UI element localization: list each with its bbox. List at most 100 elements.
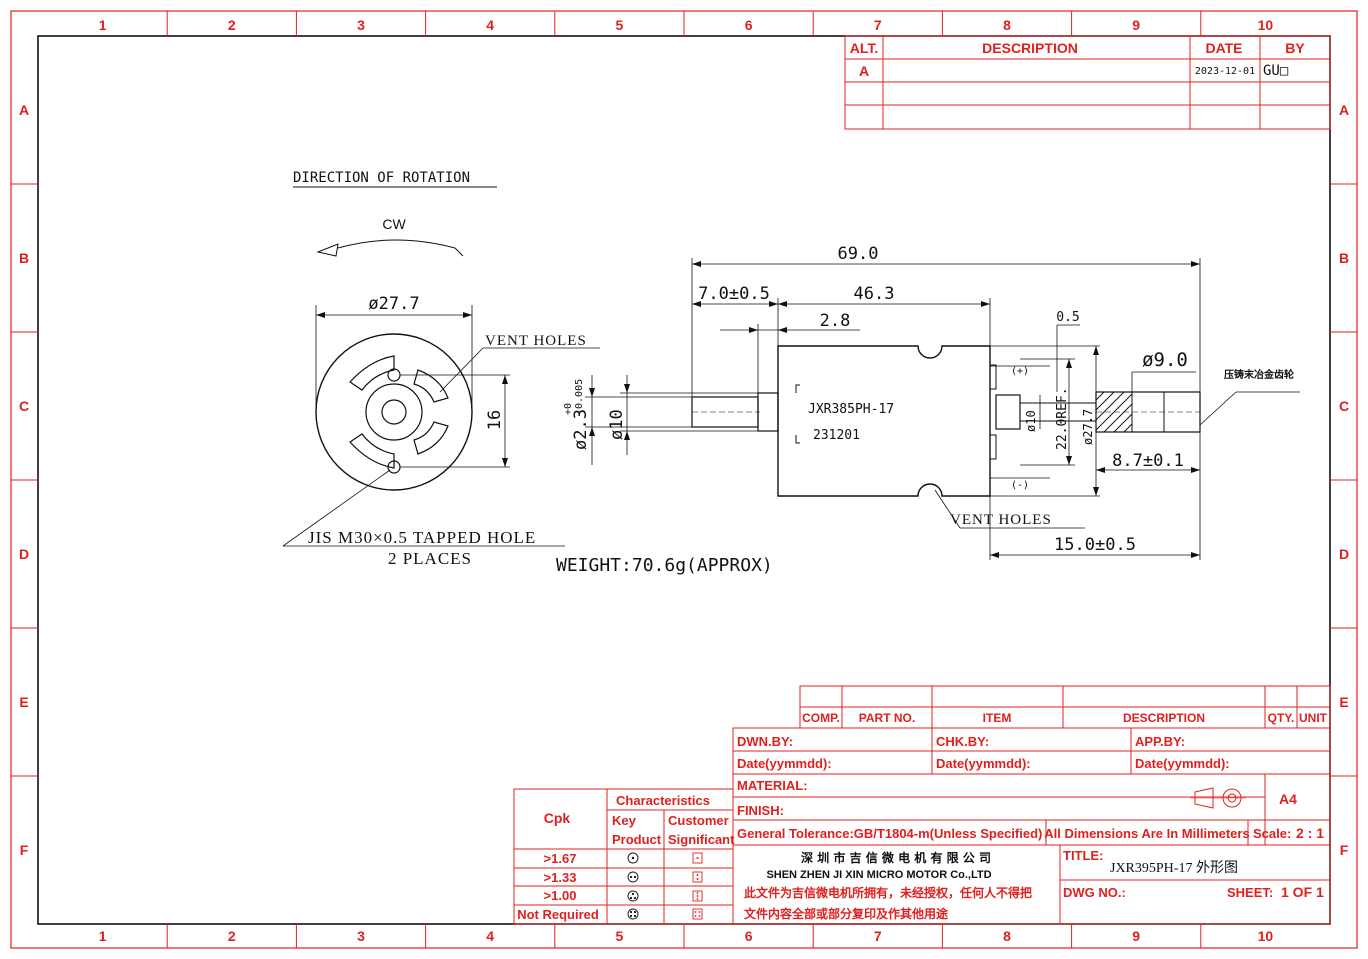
tapped-hole-label: JIS M30×0.5 TAPPED HOLE: [308, 528, 536, 547]
zone-col-label: 4: [486, 928, 494, 944]
zone-row-label: B: [19, 250, 29, 266]
terminal-plus-label: (+): [1011, 366, 1029, 377]
scale-value: 2 : 1: [1296, 825, 1324, 841]
motor-end-view: ø27.7 16 VENT HOLES JIS M30×0.5 TAPPED H…: [282, 294, 773, 576]
motor-body: [777, 345, 991, 497]
tapped-hole-count: 2 PLACES: [388, 549, 472, 568]
chk-by-label: CHK.BY:: [936, 734, 989, 749]
bearing-boss-outer: [365, 383, 423, 441]
zone-row-label: B: [1339, 250, 1349, 266]
dim-overall-length: 69.0: [838, 244, 879, 264]
rotation-arrowhead: [316, 243, 339, 257]
app-date-label: Date(yymmdd):: [1135, 756, 1230, 771]
company-name-en: SHEN ZHEN JI XIN MICRO MOTOR Co.,LTD: [766, 869, 991, 881]
zone-col-label: 5: [616, 17, 624, 33]
zone-row-label: D: [19, 546, 29, 562]
rotation-direction-label: CW: [382, 216, 406, 232]
rev-alt-header: ALT.: [850, 40, 879, 56]
cpk-row-1: >1.67: [544, 851, 577, 866]
dwn-by-label: DWN.BY:: [737, 734, 793, 749]
zone-row-label: C: [1339, 398, 1349, 414]
terminal-minus: [989, 434, 997, 460]
zone-col-label: 7: [874, 928, 882, 944]
rev-date-header: DATE: [1205, 40, 1242, 56]
dim-shaft-tol-upper: +0: [563, 403, 574, 415]
app-by-label: APP.BY:: [1135, 734, 1185, 749]
key-header: Key: [612, 813, 637, 828]
rotation-section: DIRECTION OF ROTATION CW: [293, 170, 497, 257]
rotation-arc: [337, 239, 456, 249]
cpk-row-2: >1.33: [544, 870, 577, 885]
rev-by-value: GU□: [1263, 63, 1289, 79]
copyright-notice-line2: 文件内容全部或部分复印及作其他用途: [744, 906, 949, 921]
zone-col-label: 2: [228, 17, 236, 33]
dwn-date-label: Date(yymmdd):: [737, 756, 832, 771]
rev-date-value: 2023-12-01: [1195, 66, 1255, 77]
zone-row-label: F: [1340, 842, 1349, 858]
cpk-table: Cpk Characteristics Key Product Customer…: [513, 788, 735, 925]
finish-label: FINISH:: [737, 803, 784, 818]
dim-boss-length: 2.8: [820, 311, 851, 331]
vent-holes-label-bottom: VENT HOLES: [950, 512, 1052, 528]
col-item: ITEM: [983, 711, 1012, 725]
customer-significant-symbol-icons: [692, 852, 703, 920]
zone-col-label: 10: [1258, 17, 1274, 33]
chk-date-label: Date(yymmdd):: [936, 756, 1031, 771]
sheet-size: A4: [1279, 791, 1297, 807]
rotation-title: DIRECTION OF ROTATION: [293, 170, 470, 186]
projection-symbol-icon: [1190, 787, 1246, 809]
cpk-header: Cpk: [544, 810, 571, 826]
material-label: MATERIAL:: [737, 778, 808, 793]
dim-rear-length: 15.0±0.5: [1054, 535, 1136, 555]
title-label: TITLE:: [1063, 848, 1103, 863]
zone-col-label: 5: [616, 928, 624, 944]
zone-col-label: 1: [99, 928, 107, 944]
zone-col-label: 9: [1132, 17, 1140, 33]
sheet-label: SHEET:: [1227, 885, 1273, 900]
title-block: DWN.BY: CHK.BY: APP.BY: Date(yymmdd): Da…: [732, 727, 1331, 925]
key-product-symbol-icons: [627, 852, 639, 920]
col-description: DESCRIPTION: [1123, 711, 1205, 725]
dim-hole-spacing: 16: [485, 410, 505, 430]
dim-shaft-diameter: ø2.3: [571, 409, 591, 450]
dim-rear-boss-diameter: ø10: [1024, 410, 1038, 432]
company-name-cn: 深 圳 市 吉 信 微 电 机 有 限 公 司: [801, 850, 991, 865]
dim-reference: 22.0REF.: [1055, 387, 1070, 450]
revision-table: ALT. DESCRIPTION DATE BY A 2023-12-01 GU…: [844, 35, 1331, 130]
zone-col-label: 8: [1003, 17, 1011, 33]
col-unit: UNIT: [1299, 711, 1328, 725]
drawing-title: JXR395PH-17 外形图: [1110, 860, 1238, 876]
zone-row-label: E: [1339, 694, 1348, 710]
vent-hole-2: [413, 369, 449, 403]
dim-gap: 0.5: [1056, 310, 1079, 325]
zone-col-label: 3: [357, 928, 365, 944]
dim-end-diameter: ø27.7: [368, 294, 419, 314]
gear-material-note: 压铸末冶金齿轮: [1224, 368, 1294, 381]
col-qty: QTY.: [1268, 711, 1295, 725]
cpk-row-3: >1.00: [544, 888, 577, 903]
vent-holes-label-top: VENT HOLES: [485, 333, 587, 349]
zone-col-label: 2: [228, 928, 236, 944]
dim-gear-diameter: ø9.0: [1142, 349, 1188, 371]
zone-row-label: F: [20, 842, 29, 858]
dim-boss-diameter: ø10: [607, 409, 627, 440]
zone-row-label: E: [19, 694, 28, 710]
rev-by-header: BY: [1285, 40, 1305, 56]
zone-col-label: 3: [357, 17, 365, 33]
terminal-minus-label: (-): [1011, 480, 1029, 491]
zone-col-label: 1: [99, 17, 107, 33]
pinion-gear: [1095, 391, 1201, 433]
zone-col-label: 9: [1132, 928, 1140, 944]
motor-side-view: JXR385PH-17 231201 (+) (-) 69.0 7.0±0.5: [563, 244, 1300, 560]
dwg-no-label: DWG NO.:: [1063, 885, 1126, 900]
zone-row-label: D: [1339, 546, 1349, 562]
terminal-plus: [989, 364, 997, 390]
motor-date-marking: 231201: [813, 428, 860, 443]
scale-label: Scale:: [1253, 826, 1291, 841]
dim-body-length: 46.3: [854, 284, 895, 304]
dim-shaft-tol-lower: -0.005: [574, 379, 585, 415]
motor-model-marking: JXR385PH-17: [808, 402, 894, 417]
customer-header: Customer: [668, 813, 729, 828]
